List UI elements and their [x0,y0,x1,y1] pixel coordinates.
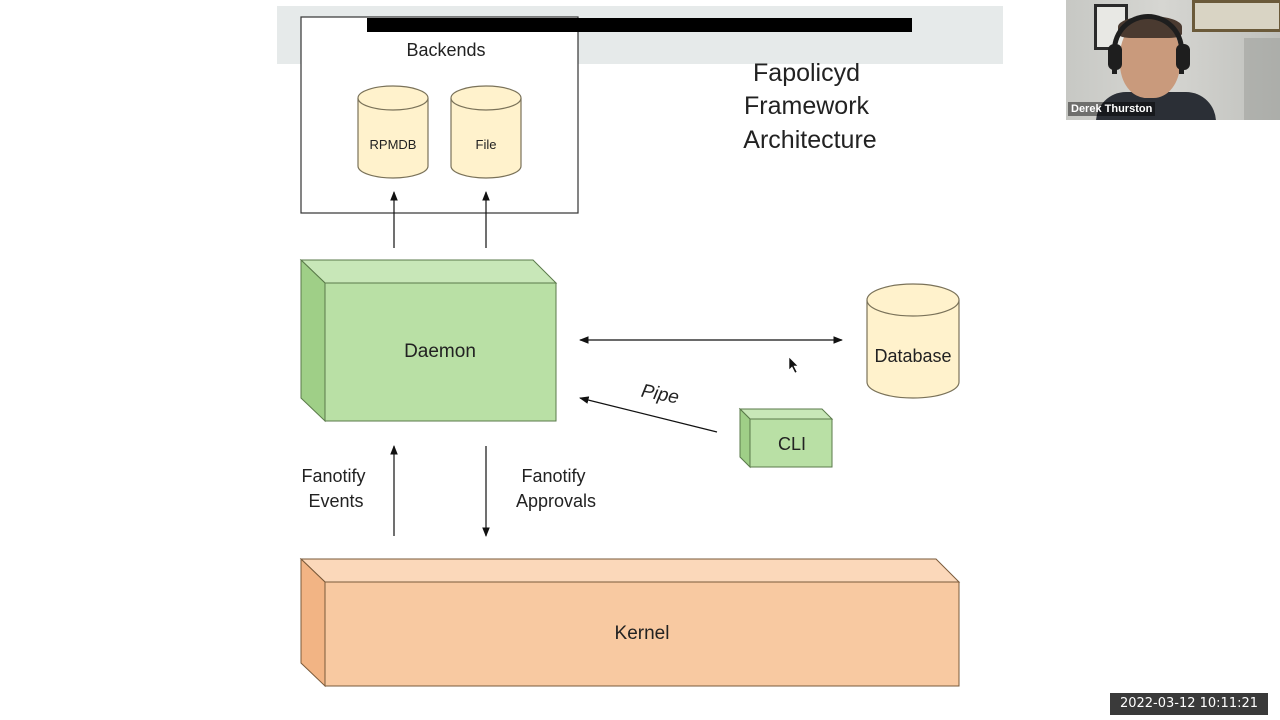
headset-earcup-icon [1176,44,1190,70]
slide-title-line-1: Fapolicyd [753,59,860,87]
pipe-label: Pipe [639,381,680,409]
cli-box: CLI [738,407,834,469]
recording-timestamp: 2022-03-12 10:11:21 [1110,693,1268,715]
slide-title-line-3: Architecture [743,126,876,154]
redaction-bar [367,18,912,32]
slide-title-line-2: Framework [744,92,870,120]
fanotify-events-line-2: Events [308,491,363,511]
kernel-label: Kernel [615,623,670,644]
file-cylinder: File [450,85,522,179]
fanotify-approvals-line-1: Fanotify [521,466,585,486]
database-cylinder: Database [866,283,960,399]
mouse-cursor-icon [788,356,799,374]
fanotify-events-line-1: Fanotify [301,466,365,486]
fanotify-approvals-label: Fanotify Approvals [516,466,596,511]
participant-name-label: Derek Thurston [1068,102,1156,116]
backends-label: Backends [406,40,485,60]
headset-earcup-icon [1108,44,1122,70]
background-lamp [1244,38,1280,120]
rpmdb-label: RPMDB [370,137,417,152]
wall-picture-frame [1192,0,1280,32]
arrow-cli-to-daemon [579,396,718,433]
fanotify-approvals-line-2: Approvals [516,491,596,511]
daemon-label: Daemon [404,341,476,362]
rpmdb-cylinder: RPMDB [357,85,429,179]
participant-video-tile[interactable]: Derek Thurston [1066,0,1280,120]
fanotify-events-label: Fanotify Events [301,466,370,511]
database-label: Database [874,346,951,366]
kernel-box: Kernel [299,557,961,688]
daemon-box: Daemon [299,258,558,423]
cli-label: CLI [778,434,806,454]
slide-title: Fapolicyd Framework Architecture [743,59,876,154]
backends-container [300,16,579,214]
file-label: File [476,137,497,152]
